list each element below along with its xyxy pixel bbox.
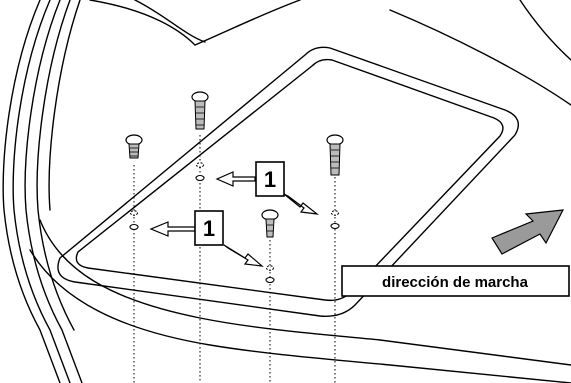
screw-icon	[125, 134, 143, 159]
pointer-arrow-icon	[149, 221, 196, 237]
callout-number: 1	[203, 216, 215, 241]
washer-icon	[129, 162, 340, 284]
pointer-arrow-icon	[283, 193, 320, 215]
screw-icon	[191, 91, 209, 130]
callout-number: 1	[264, 167, 276, 192]
callout-1-upper: 1	[215, 161, 320, 215]
callout-1-lower: 1	[149, 210, 264, 267]
callout-box	[255, 161, 285, 197]
screw-icon	[326, 134, 344, 176]
mounting-panel	[57, 46, 519, 317]
pointer-arrow-icon	[215, 171, 256, 187]
direction-label: dirección de marcha	[341, 265, 570, 297]
callout-box	[194, 210, 224, 246]
direction-arrow-icon	[491, 209, 565, 255]
pointer-arrow-icon	[223, 244, 264, 267]
screw-icon	[261, 209, 279, 238]
direction-label-text: dirección de marcha	[382, 274, 529, 291]
